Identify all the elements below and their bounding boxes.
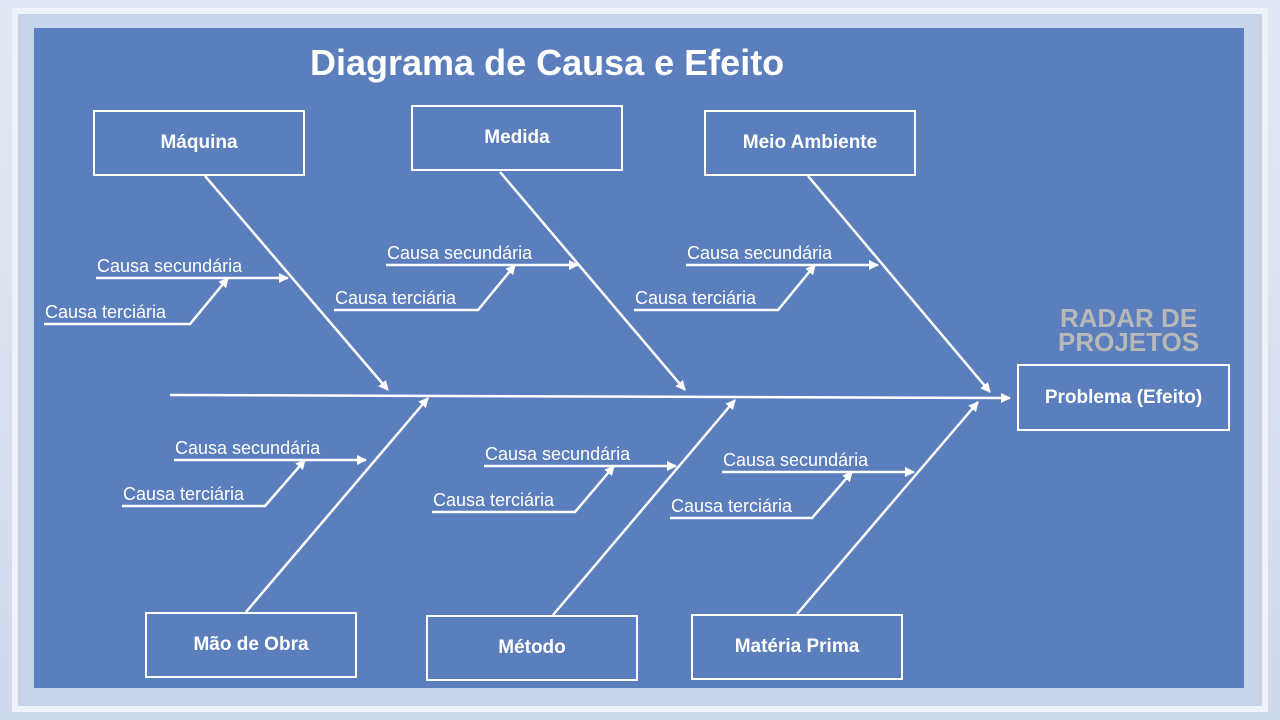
category-box-maquina: Máquina <box>93 110 305 176</box>
secondary-cause-label: Causa secundária <box>175 438 321 458</box>
secondary-cause-label: Causa secundária <box>97 256 243 276</box>
diagram-title: Diagrama de Causa e Efeito <box>310 42 785 83</box>
bone-medida <box>499 171 686 391</box>
tertiary-cause-label: Causa terciária <box>433 490 555 510</box>
bone-mao <box>245 397 429 613</box>
tertiary-cause-label: Causa terciária <box>45 302 167 322</box>
bone-materia <box>796 401 979 615</box>
secondary-cause-label: Causa secundária <box>723 450 869 470</box>
category-box-mao-de-obra: Mão de Obra <box>145 612 357 678</box>
tertiary-cause-label: Causa terciária <box>635 288 757 308</box>
tertiary-cause-label: Causa terciária <box>123 484 245 504</box>
category-box-metodo: Método <box>426 615 638 681</box>
category-box-materia-prima: Matéria Prima <box>691 614 903 680</box>
logo-line1: RADAR DE <box>1059 303 1198 333</box>
effect-box: Problema (Efeito) <box>1017 364 1230 431</box>
category-box-medida: Medida <box>411 105 623 171</box>
tertiary-cause-label: Causa terciária <box>335 288 457 308</box>
tertiary-cause-label: Causa terciária <box>671 496 793 516</box>
secondary-cause-label: Causa secundária <box>387 243 533 263</box>
board <box>34 28 1244 688</box>
logo-line2: PROJETOS <box>1058 327 1200 357</box>
secondary-cause-label: Causa secundária <box>485 444 631 464</box>
category-box-meio-ambiente: Meio Ambiente <box>704 110 916 176</box>
radar-de-projetos-logo: RADAR DE PROJETOS <box>1058 303 1200 357</box>
bone-metodo <box>552 399 736 616</box>
secondary-cause-label: Causa secundária <box>687 243 833 263</box>
spine <box>169 392 1011 403</box>
bone-meio <box>807 175 991 393</box>
bone-maquina <box>204 175 389 391</box>
